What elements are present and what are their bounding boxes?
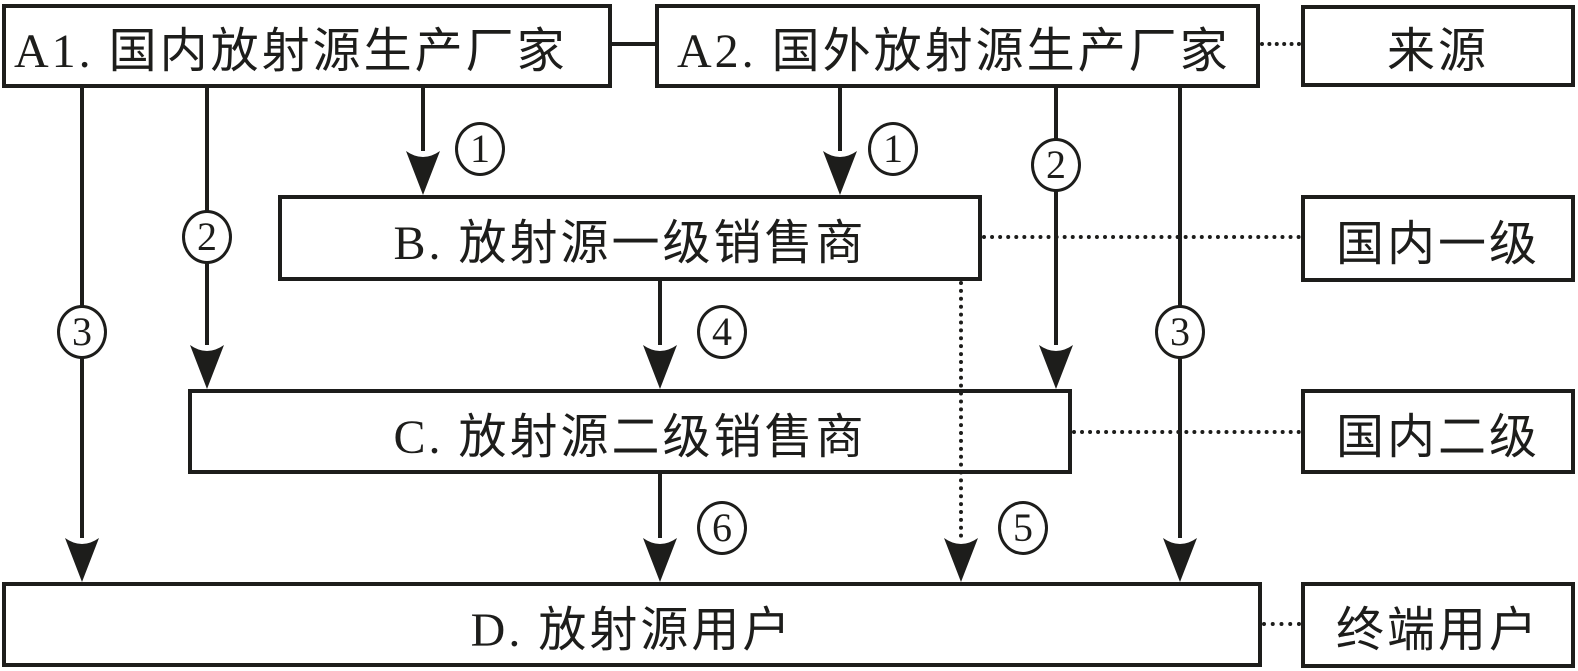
arrow-a2-to-d-head-icon: [1162, 534, 1198, 582]
node-d-label: D. 放射源用户: [470, 603, 794, 657]
connector-a1-a2: [612, 42, 655, 46]
flow-label-6: 6: [697, 501, 747, 555]
flow-label-2-right: 2: [1031, 138, 1081, 192]
flow-label-3-left: 3: [57, 305, 107, 359]
arrow-b-to-d-head-icon: [943, 534, 979, 582]
arrow-a2-to-b-head-icon: [822, 147, 858, 195]
node-a2-label: A2. 国外放射源生产厂家: [677, 25, 1231, 78]
arrow-c-to-d-line: [658, 474, 662, 538]
node-row-source: 来源: [1301, 5, 1575, 87]
arrow-a2-to-c-line: [1054, 88, 1058, 345]
connector-b-tier1-dotted: [982, 235, 1301, 239]
row-tier2-label: 国内二级: [1335, 410, 1540, 464]
node-c-second-level-dealer: C. 放射源二级销售商: [188, 389, 1072, 474]
row-tier1-label: 国内一级: [1335, 217, 1540, 271]
flow-label-3-right: 3: [1155, 305, 1205, 359]
arrow-b-to-c-line: [658, 281, 662, 345]
node-row-tier2: 国内二级: [1301, 389, 1575, 474]
flow-label-2-left: 2: [182, 210, 232, 264]
connector-a2-source-dotted: [1260, 42, 1301, 46]
arrow-c-to-d-head-icon: [642, 534, 678, 582]
node-a1-domestic-manufacturer: A1. 国内放射源生产厂家: [2, 4, 612, 88]
node-a1-label: A1. 国内放射源生产厂家: [14, 25, 568, 78]
node-row-tier1: 国内一级: [1301, 195, 1575, 282]
arrow-a1-to-b-line: [421, 88, 425, 151]
flow-label-4: 4: [697, 305, 747, 359]
node-a2-foreign-manufacturer: A2. 国外放射源生产厂家: [655, 4, 1260, 88]
node-c-label: C. 放射源二级销售商: [393, 410, 867, 464]
arrow-a1-to-b-head-icon: [405, 147, 441, 195]
arrow-a2-to-c-head-icon: [1038, 341, 1074, 389]
node-b-first-level-dealer: B. 放射源一级销售商: [278, 195, 982, 281]
arrow-a1-to-c-head-icon: [189, 341, 225, 389]
arrow-b-to-d-dotted-line: [959, 281, 963, 538]
node-d-end-user: D. 放射源用户: [2, 582, 1262, 667]
flow-label-1-right: 1: [868, 122, 918, 176]
row-end-user-label: 终端用户: [1335, 604, 1540, 657]
flow-label-1-left: 1: [455, 122, 505, 176]
node-b-label: B. 放射源一级销售商: [393, 217, 867, 270]
node-row-end-user: 终端用户: [1301, 582, 1575, 668]
arrow-a1-to-d-head-icon: [64, 534, 100, 582]
arrow-b-to-c-head-icon: [642, 341, 678, 389]
connector-c-tier2-dotted: [1072, 430, 1301, 434]
row-source-label: 来源: [1386, 25, 1489, 78]
connector-d-enduser-dotted: [1262, 622, 1301, 626]
arrow-a2-to-b-line: [838, 88, 842, 151]
flow-label-5: 5: [998, 501, 1048, 555]
